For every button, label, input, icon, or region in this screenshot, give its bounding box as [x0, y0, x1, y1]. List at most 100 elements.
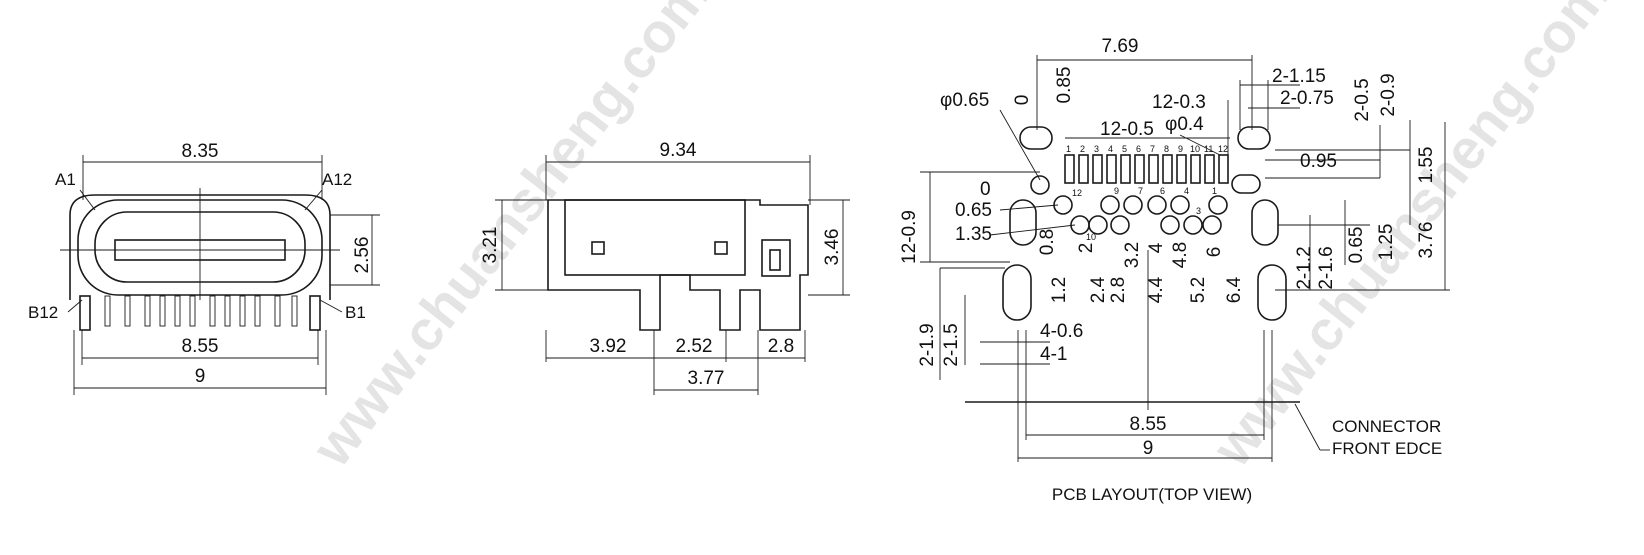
pcb-dim-4-1: 4-1 [1040, 344, 1067, 365]
front-pins [79, 295, 321, 331]
pcb-dim-12-09: 12-0.9 [899, 210, 920, 264]
pcb-dim-376: 3.76 [1416, 222, 1437, 259]
pad-number: 1 [1066, 144, 1071, 154]
hole-label: 3 [1196, 206, 1201, 216]
front-dim-height: 2.56 [352, 237, 373, 274]
front-pin [239, 295, 246, 327]
pcb-dim-12: 1.2 [1049, 277, 1070, 303]
leader [319, 299, 343, 313]
slot-top-left [1019, 126, 1053, 150]
front-pin [274, 295, 281, 327]
pcb-dim-9: 9 [1143, 438, 1154, 459]
pad [1148, 154, 1159, 184]
hole-label: 1 [1212, 186, 1217, 196]
connector-label-line2: FRONT EDCE [1332, 439, 1442, 458]
pcb-dim-4: 4 [1146, 242, 1167, 253]
pad [1176, 154, 1187, 184]
pad-number: 7 [1150, 144, 1155, 154]
pad [1064, 154, 1075, 184]
leader [1294, 403, 1321, 451]
side-front-box [761, 239, 791, 277]
connector-label-line1: CONNECTOR [1332, 417, 1441, 436]
pcb-dim-125: 1.25 [1376, 224, 1397, 261]
front-pin [254, 295, 261, 327]
pcb-dim-2-05: 2-0.5 [1352, 78, 1373, 121]
leader [999, 204, 1059, 211]
hole-label: 10 [1086, 232, 1096, 242]
side-latch-2 [714, 241, 728, 255]
watermark-right: www.chuansheng.com [1199, 0, 1622, 478]
pin-label-a1: A1 [55, 170, 76, 189]
front-pin [189, 295, 196, 327]
pcb-dim-4-06: 4-0.6 [1040, 321, 1083, 342]
slot-right-1 [1251, 199, 1279, 246]
leader [1179, 134, 1221, 156]
pad-number: 9 [1178, 144, 1183, 154]
pad-number: 3 [1094, 144, 1099, 154]
leader [304, 189, 323, 211]
side-dim-width: 9.34 [660, 140, 697, 161]
pin-label-b12: B12 [28, 303, 58, 322]
hole [1100, 195, 1120, 215]
pcb-dim-0-mid: 0 [980, 179, 991, 200]
hole [1123, 195, 1143, 215]
side-dim-seg2: 2.52 [676, 336, 713, 357]
hole [1208, 195, 1228, 215]
hole-label: 7 [1138, 186, 1143, 196]
pad [1204, 154, 1215, 184]
front-pin [174, 295, 181, 327]
pad-number: 8 [1164, 144, 1169, 154]
front-pin [224, 295, 231, 327]
pcb-dim-28: 2.8 [1108, 277, 1129, 303]
pcb-dim-52: 5.2 [1188, 277, 1209, 303]
pad-number: 12 [1218, 144, 1228, 154]
slot-right-2 [1257, 264, 1287, 321]
pcb-dim-095: 0.95 [1300, 151, 1337, 172]
leader [999, 109, 1041, 181]
side-body [547, 199, 809, 331]
leader [989, 224, 1076, 236]
pad [1078, 154, 1089, 184]
pcb-dim-065-mid: 0.65 [955, 200, 992, 221]
pcb-dim-085: 0.85 [1054, 67, 1075, 104]
pad [1218, 154, 1229, 184]
pcb-dim-2-075: 2-0.75 [1280, 88, 1334, 109]
hole [1110, 215, 1130, 235]
front-dim-bottom-inner: 8.55 [182, 336, 219, 357]
pad [1134, 154, 1145, 184]
pcb-dim-2-09: 2-0.9 [1378, 73, 1399, 116]
pcb-holes [1030, 175, 1228, 235]
pcb-dim-phi04: φ0.4 [1165, 114, 1204, 135]
slot-top-right [1237, 126, 1271, 150]
pcb-dim-2-15: 2-1.5 [941, 323, 962, 366]
pcb-dim-48: 4.8 [1170, 242, 1191, 268]
pcb-pads [1064, 154, 1229, 184]
front-dim-top: 8.35 [182, 141, 219, 162]
pcb-dim-2: 2 [1076, 243, 1097, 254]
side-dim-seg1: 3.92 [590, 336, 627, 357]
hole [1030, 175, 1050, 195]
side-front-slot [769, 249, 781, 271]
pcb-dim-0-top: 0 [1012, 95, 1033, 106]
hole [1170, 195, 1190, 215]
side-dim-right-height: 3.46 [822, 229, 843, 266]
pad-number: 6 [1136, 144, 1141, 154]
pad [1190, 154, 1201, 184]
pcb-dim-2-12: 2-1.2 [1294, 246, 1315, 289]
hole-label: 9 [1114, 186, 1119, 196]
pcb-layout: 1 2 3 4 5 6 7 8 9 10 11 12 [899, 36, 1450, 504]
side-dim-left-height: 3.21 [480, 227, 501, 264]
front-pin [209, 295, 216, 327]
slot-left-1 [1009, 199, 1037, 246]
pad-number: 4 [1108, 144, 1113, 154]
pcb-dim-24: 2.4 [1088, 276, 1109, 303]
pcb-dim-155: 1.55 [1416, 147, 1437, 184]
hole-labels: 12 9 7 6 4 1 10 3 [1072, 186, 1217, 242]
pcb-dim-769: 7.69 [1102, 36, 1139, 57]
hole [1202, 215, 1222, 235]
side-dim-bottom: 3.77 [688, 368, 725, 389]
pcb-dim-32: 3.2 [1122, 242, 1143, 268]
pcb-dim-2-19: 2-1.9 [917, 323, 938, 366]
